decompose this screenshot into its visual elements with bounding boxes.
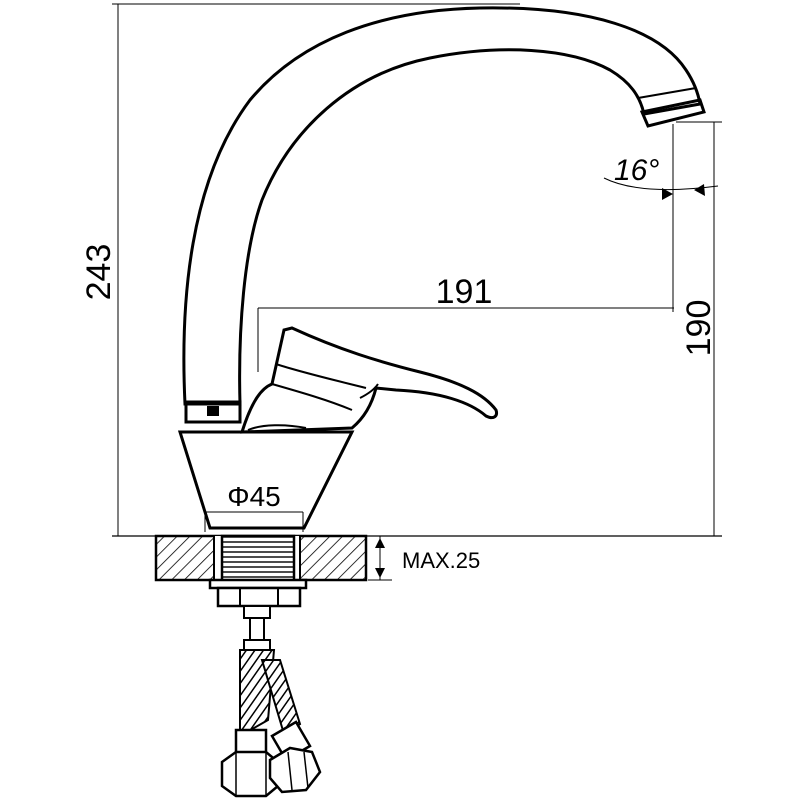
dimension-max-thickness: MAX.25 (368, 535, 480, 581)
hose-nut-right (268, 720, 322, 794)
dimension-spout-height: 190 (676, 121, 722, 536)
dimension-height-total: 243 (80, 3, 520, 537)
supply-hoses (239, 605, 302, 738)
dimension-label-phi45: Φ45 (227, 481, 280, 512)
dimension-label-243: 243 (80, 244, 118, 301)
dimension-base-diameter: Φ45 (204, 481, 304, 532)
dimension-label-max25: MAX.25 (402, 548, 480, 573)
faucet-body (177, 430, 355, 530)
dimension-label-190: 190 (680, 300, 718, 357)
mounting-shank (208, 534, 308, 608)
faucet-lever-handle (239, 326, 498, 434)
dimension-label-191: 191 (436, 273, 493, 311)
dimension-label-16deg: 16° (614, 154, 659, 187)
dimension-spout-angle: 16° (603, 124, 719, 312)
faucet-spout (182, 6, 706, 424)
dimension-reach: 191 (257, 273, 674, 372)
